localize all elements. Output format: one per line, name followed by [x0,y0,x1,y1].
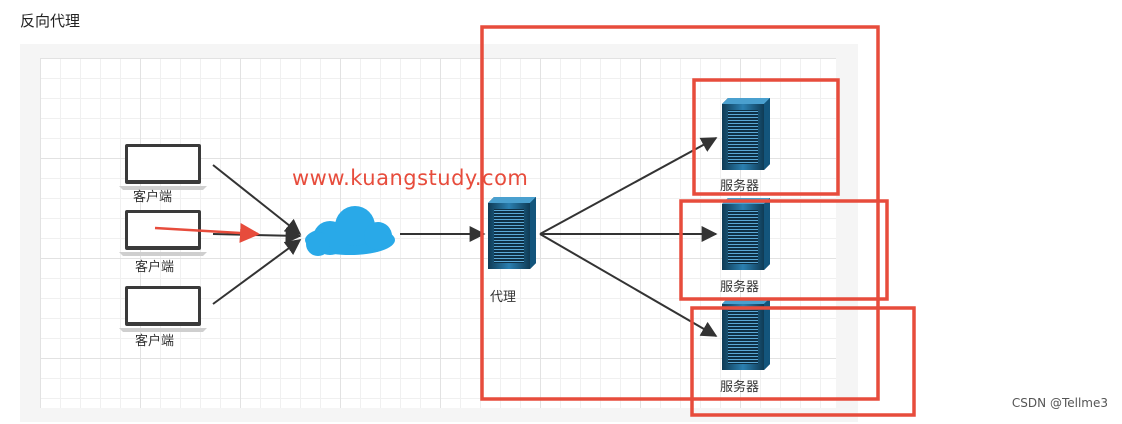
client-label: 客户端 [135,260,175,275]
arrow-client-to-cloud [212,164,302,235]
arrow-proxy-to-server [539,233,718,337]
csdn-credit: CSDN @Tellme3 [1011,396,1108,410]
server-label: 服务器 [720,179,760,194]
arrow-proxy-to-server [539,137,718,235]
arrow-client-to-cloud [212,239,302,305]
page-title: 反向代理 [20,12,81,30]
server-icon [722,98,770,170]
laptop-icon [119,286,207,332]
proxy-server-icon [488,197,536,269]
proxy-label: 代理 [490,290,517,305]
highlight-arrow [154,222,260,243]
client-label: 客户端 [135,334,175,349]
watermark-url: www.kuangstudy.com [292,166,529,190]
highlight-box-server [690,306,916,417]
highlight-box-server [692,78,840,196]
cloud-icon [305,206,395,256]
laptop-icon [119,210,207,256]
highlight-box-server [679,199,889,301]
server-icon [722,198,770,270]
highlight-box-proxy-group [480,25,880,401]
server-label: 服务器 [720,280,760,295]
client-label: 客户端 [133,190,173,205]
laptop-icon [119,144,207,190]
server-label: 服务器 [720,380,760,395]
